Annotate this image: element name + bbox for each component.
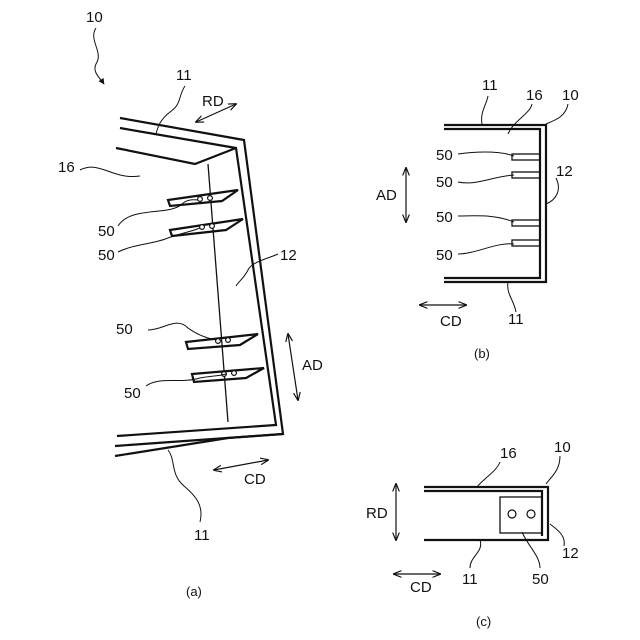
panel-a-bracket-1 — [168, 190, 238, 206]
panel-a-label-50-1: 50 — [98, 223, 115, 240]
panel-a: 10 11 RD 16 50 50 12 50 AD 50 CD 11 (a) — [58, 9, 323, 599]
panel-c-hole-1 — [508, 510, 516, 518]
panel-c-label-16: 16 — [500, 445, 517, 462]
panel-b-label-cd: CD — [440, 313, 462, 330]
panel-b-label-10: 10 — [562, 87, 579, 104]
panel-a-leader-12 — [236, 254, 278, 286]
panel-b-bracket-3 — [512, 220, 540, 226]
panel-a-caption: (a) — [186, 584, 202, 599]
panel-b-label-50-4: 50 — [436, 247, 453, 264]
panel-b-bracket-2 — [512, 172, 540, 178]
panel-b-label-12: 12 — [556, 163, 573, 180]
panel-b-label-11-bottom: 11 — [508, 311, 524, 328]
panel-a-label-12: 12 — [280, 247, 297, 264]
panel-b-caption: (b) — [474, 346, 490, 361]
panel-b-leader-50-4 — [458, 244, 514, 254]
panel-a-label-rd: RD — [202, 93, 224, 110]
panel-b-label-ad: AD — [376, 187, 397, 204]
panel-c-bracket — [500, 497, 542, 533]
panel-b-inner-frame — [444, 129, 540, 278]
panel-a-label-ad: AD — [302, 357, 323, 374]
panel-c-label-12: 12 — [562, 545, 579, 562]
panel-c: 16 10 RD 12 11 50 CD (c) — [366, 439, 579, 629]
panel-b-leader-10 — [546, 104, 568, 124]
panel-b: 11 10 16 50 12 50 AD 50 50 11 CD (b) — [376, 77, 579, 361]
panel-b-bracket-1 — [512, 154, 540, 160]
panel-b-bracket-4 — [512, 240, 540, 246]
panel-a-leader-16 — [80, 167, 140, 176]
panel-b-leader-11-top — [482, 96, 488, 124]
panel-b-label-50-2: 50 — [436, 174, 453, 191]
panel-b-leader-50-3 — [458, 216, 514, 222]
panel-c-leader-11 — [470, 540, 481, 568]
panel-a-label-11-bottom: 11 — [194, 527, 210, 544]
panel-c-label-rd: RD — [366, 505, 388, 522]
panel-a-leader-10 — [94, 28, 104, 84]
panel-a-label-50-3: 50 — [116, 321, 133, 338]
panel-a-top-plate — [116, 148, 236, 164]
panel-a-label-11-top: 11 — [176, 67, 192, 84]
panel-a-label-cd: CD — [244, 471, 266, 488]
panel-b-label-16: 16 — [526, 87, 543, 104]
panel-a-leader-11-bottom — [168, 450, 201, 522]
panel-a-label-10: 10 — [86, 9, 103, 26]
panel-c-label-50: 50 — [532, 571, 549, 588]
panel-c-inner-frame — [424, 491, 542, 536]
panel-b-label-50-3: 50 — [436, 209, 453, 226]
panel-a-cd-arrow — [214, 460, 268, 470]
panel-b-label-11-top: 11 — [482, 77, 498, 94]
panel-b-leader-50-2 — [458, 175, 514, 183]
panel-b-outer-frame — [444, 125, 546, 282]
panel-c-hole-2 — [527, 510, 535, 518]
panel-c-leader-16 — [476, 462, 500, 488]
panel-c-label-10: 10 — [554, 439, 571, 456]
panel-a-inner-frame — [117, 128, 276, 436]
panel-b-label-50-1: 50 — [436, 147, 453, 164]
panel-b-leader-11-bottom — [508, 282, 516, 312]
panel-a-bracket-4 — [192, 368, 264, 382]
panel-c-caption: (c) — [476, 614, 491, 629]
panel-c-leader-10 — [546, 456, 560, 484]
panel-c-leader-12 — [550, 524, 564, 546]
panel-a-label-50-2: 50 — [98, 247, 115, 264]
panel-c-label-11: 11 — [462, 571, 478, 588]
panel-a-leader-50-2 — [118, 228, 200, 252]
panel-c-label-cd: CD — [410, 579, 432, 596]
panel-a-leader-50-3 — [148, 323, 216, 340]
panel-b-leader-50-1 — [458, 152, 514, 156]
panel-b-leader-12 — [546, 178, 558, 204]
panel-c-leader-50 — [522, 532, 540, 568]
panel-a-label-16: 16 — [58, 159, 75, 176]
panel-a-label-50-4: 50 — [124, 385, 141, 402]
panel-a-ad-arrow — [288, 334, 298, 400]
